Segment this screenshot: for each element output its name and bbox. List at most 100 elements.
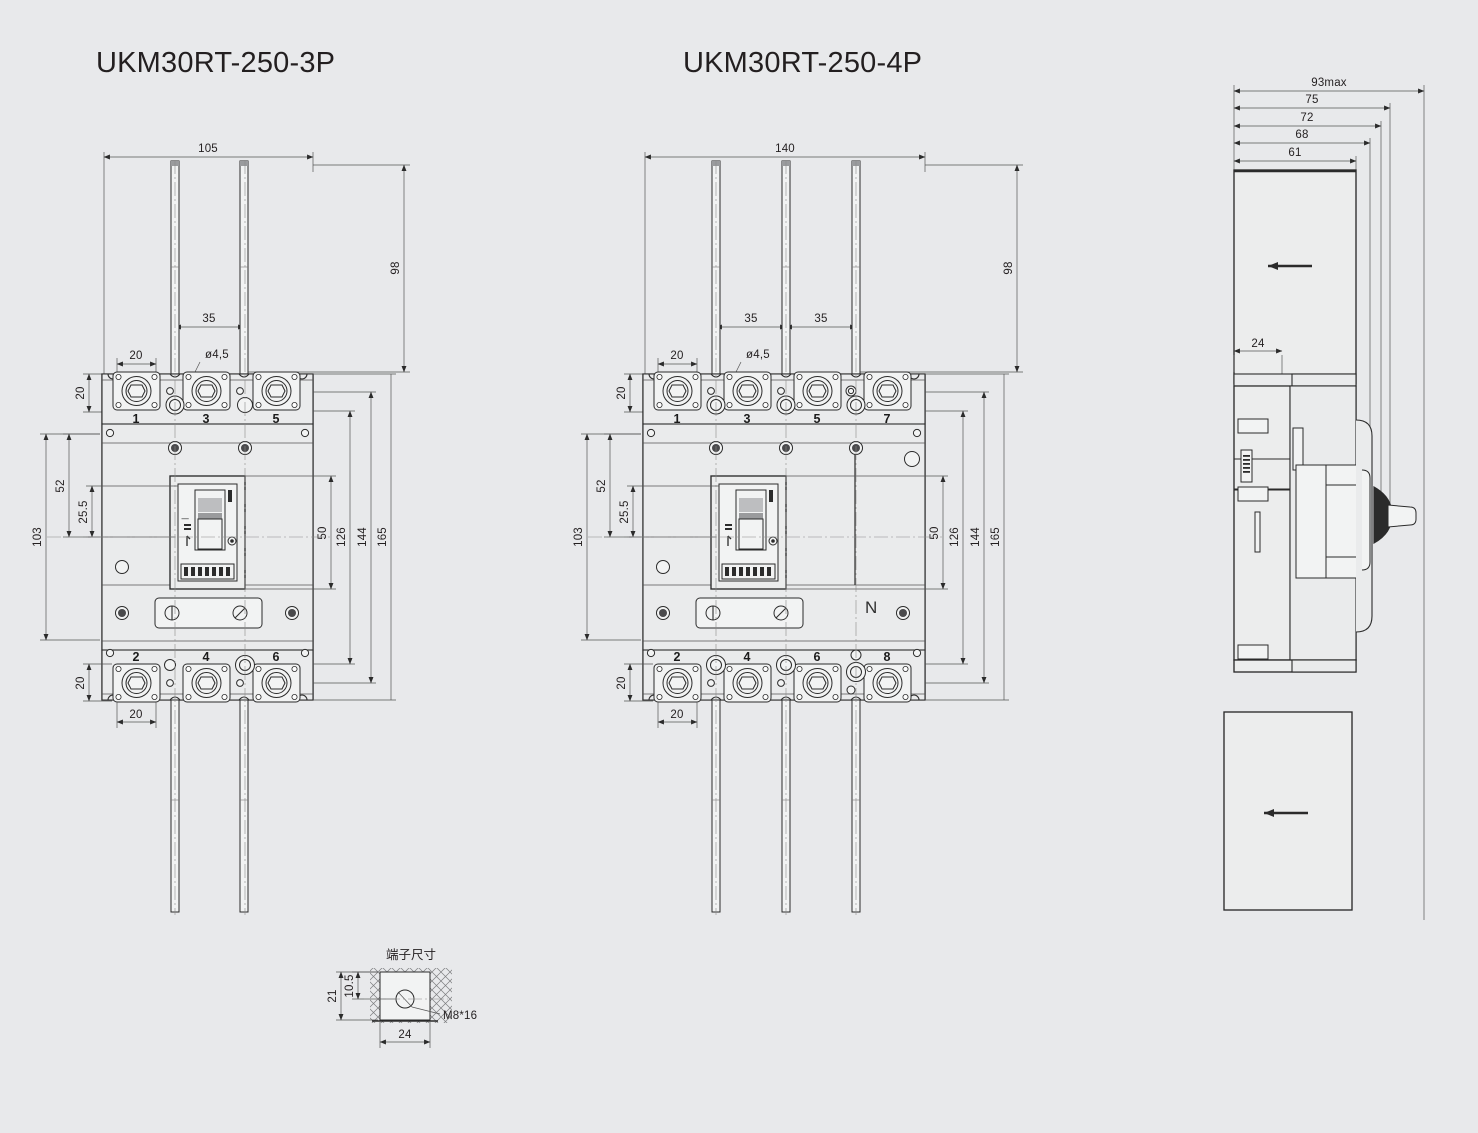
terminal-detail: 端子尺寸 M8*16 21 10.5 (327, 947, 477, 1048)
dim-20-bottom: 20 (129, 709, 142, 721)
dim-103: 103 (573, 527, 585, 547)
dim-52: 52 (596, 479, 608, 492)
dim-93max: 93max (1311, 77, 1347, 89)
dim-20-top: 20 (670, 350, 683, 362)
terminal-label: 2 (133, 650, 140, 664)
terminal-block (723, 371, 772, 411)
front-view-4p: 140 98 35 35 (573, 143, 1023, 915)
dim-24: 24 (1251, 338, 1265, 350)
top-terminals-3p: 1 3 5 (105, 371, 310, 438)
top-leads-3p (170, 160, 249, 381)
side-lower-body (1223, 644, 1357, 911)
svg-text:24: 24 (398, 1029, 412, 1041)
terminal-block (723, 663, 772, 703)
dim-52: 52 (55, 479, 67, 492)
terminal-block (793, 371, 842, 411)
dim-165: 165 (377, 527, 389, 547)
nameplate-4p (695, 597, 804, 629)
dim-126: 126 (336, 527, 348, 547)
terminal-label: 2 (674, 650, 681, 664)
dim-68: 68 (1295, 129, 1308, 141)
terminal-block (252, 371, 301, 411)
side-view: 93max 75 72 68 61 (1223, 77, 1425, 920)
dim-overall-width-3p: 105 (103, 143, 314, 385)
terminal-label: 8 (884, 650, 891, 664)
dim-bottom-terminal-height-3p: 20 (75, 663, 112, 702)
dim-50: 50 (317, 526, 329, 539)
svg-text:21: 21 (327, 989, 339, 1002)
terminal-block (112, 663, 161, 703)
front-view-3p: 105 98 35 20 (32, 143, 410, 915)
direction-arrow-icon (1268, 262, 1312, 270)
terminal-block (653, 371, 702, 411)
dim-overall-width-4p: 140 (644, 143, 926, 385)
dim-25-5: 25.5 (619, 500, 631, 523)
dim-bottom-terminal-width-4p: 20 (657, 702, 698, 728)
terminal-label: 6 (814, 650, 821, 664)
terminal-label: 3 (203, 412, 210, 426)
svg-text:10.5: 10.5 (344, 974, 356, 997)
rivets-4p (646, 441, 922, 658)
nameplate-3p (154, 597, 263, 629)
dim-20-left-bottom: 20 (75, 676, 87, 689)
terminal-detail-title: 端子尺寸 (386, 947, 436, 962)
terminal-label: 5 (814, 412, 821, 426)
terminal-label: 3 (744, 412, 751, 426)
terminal-block (182, 371, 231, 411)
dim-20-left-top: 20 (616, 386, 628, 399)
terminal-block (653, 663, 702, 703)
dim-right-stack-4p: 50 126 144 165 (786, 373, 1009, 701)
dim-50: 50 (929, 526, 941, 539)
dim-20-top: 20 (129, 350, 142, 362)
dim-20-left-bottom: 20 (616, 676, 628, 689)
dim-pitch-4p: 35 35 (715, 313, 857, 332)
dim-144: 144 (357, 527, 369, 547)
dim-140: 140 (775, 143, 795, 155)
dim-165: 165 (990, 527, 1002, 547)
dim-lead-height-3p: 98 (240, 164, 410, 373)
terminal-label: 5 (273, 412, 280, 426)
terminal-block (182, 663, 231, 703)
dim-35-b: 35 (814, 313, 827, 325)
terminal-block (863, 663, 912, 703)
dim-35-a: 35 (744, 313, 757, 325)
terminal-block (793, 663, 842, 703)
terminal-block (863, 371, 912, 411)
dim-126: 126 (949, 527, 961, 547)
dim-bottom-terminal-width-3p: 20 (116, 702, 157, 728)
dim-lead-height-4p: 98 (855, 164, 1023, 373)
direction-arrow-icon (1264, 809, 1308, 817)
dim-103: 103 (32, 527, 44, 547)
dim-144: 144 (970, 527, 982, 547)
dim-20-bottom: 20 (670, 709, 683, 721)
terminal-label: 1 (674, 412, 681, 426)
dim-right-stack-3p: 50 126 144 165 (245, 373, 396, 701)
terminal-block (252, 663, 301, 703)
title-3p: UKM30RT-250-3P (96, 47, 335, 79)
terminal-label: 6 (273, 650, 280, 664)
terminal-label: 1 (133, 412, 140, 426)
terminal-label: 4 (203, 650, 210, 664)
terminal-block (112, 371, 161, 411)
dim-61: 61 (1288, 147, 1301, 159)
dim-thread: M8*16 (443, 1010, 477, 1022)
dim-72: 72 (1300, 112, 1313, 124)
neutral-marking: N (865, 598, 877, 617)
terminal-label: 4 (744, 650, 751, 664)
side-upper-body: 24 (1233, 169, 1357, 387)
dim-20-left-top: 20 (75, 386, 87, 399)
bottom-terminals-3p: 2 4 6 (112, 650, 301, 913)
dim-dia-4p5: ø4,5 (746, 349, 770, 361)
dim-98: 98 (1003, 261, 1015, 274)
dim-75: 75 (1305, 94, 1318, 106)
dim-24-terminal: 24 (379, 1022, 431, 1048)
dim-25-5: 25.5 (78, 500, 90, 523)
dim-pitch-3p: 35 (174, 313, 245, 332)
svg-text:|: | (181, 518, 189, 520)
dim-depth-stack: 93max 75 72 68 61 (1233, 77, 1425, 920)
dim-bottom-terminal-height-4p: 20 (616, 663, 653, 702)
rivets-3p (105, 441, 310, 658)
center-mechanism-4p (710, 475, 787, 590)
